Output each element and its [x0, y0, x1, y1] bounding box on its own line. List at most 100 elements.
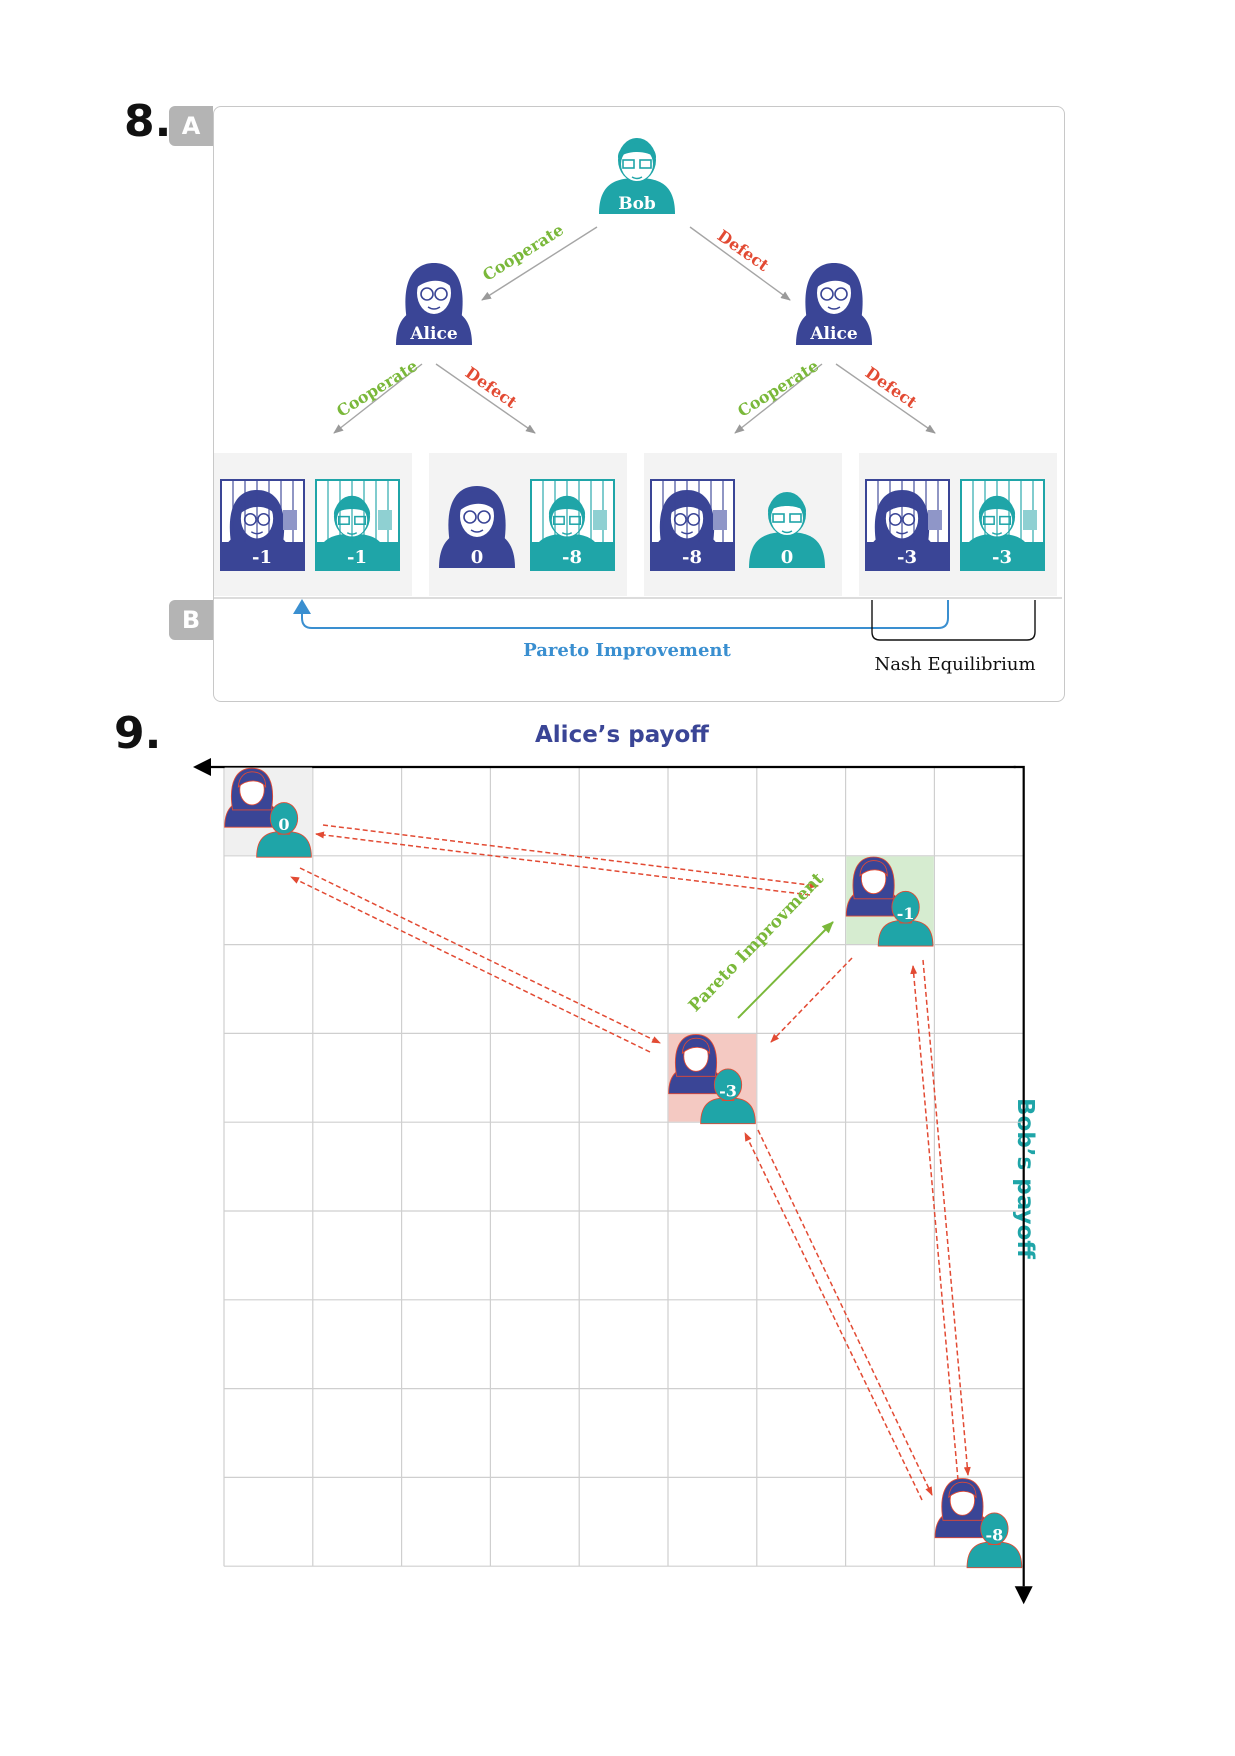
alice-payoff-band [651, 542, 734, 570]
scatter-point-alice [934, 1478, 991, 1539]
bob-body [877, 919, 934, 947]
alice-mouth [470, 529, 484, 533]
alice-payoff-value: -3 [897, 547, 917, 568]
glasses-icon [789, 513, 802, 523]
bob-head [269, 802, 299, 835]
bob-cooperate-label: Cooperate [479, 220, 567, 285]
bob-payoff-value: -3 [992, 547, 1012, 568]
bob-payoff-value: -3 [719, 1081, 737, 1100]
alice-body [845, 888, 902, 917]
alice-right-cooperate-arrow [734, 363, 823, 434]
glasses-icon [434, 287, 448, 301]
bob-face [771, 501, 803, 535]
pareto-improvement-arrow [301, 600, 949, 629]
alice-right-node: Alice [796, 263, 872, 345]
alice-payoff-value: -1 [252, 547, 272, 568]
bob-payoff-value: -1 [347, 547, 367, 568]
alice-face [683, 1040, 709, 1072]
alice-body [224, 799, 280, 828]
bob-body [256, 830, 312, 858]
alice-right-cooperate-label: Cooperate [734, 356, 822, 421]
glasses-icon [639, 159, 652, 169]
scatter-point-alice [845, 856, 902, 917]
bob-payoff-value: 0 [278, 815, 289, 834]
alice-hair [852, 856, 895, 900]
lock-icon [1023, 510, 1037, 530]
alice-payoff-band [866, 542, 949, 570]
glasses-icon [772, 513, 785, 523]
bob-face [621, 147, 653, 181]
deviation-arrow [744, 1132, 923, 1501]
alice-left-cooperate-label: Cooperate [333, 356, 421, 421]
bob-neck [899, 915, 912, 924]
bob-neck [721, 1092, 735, 1102]
scatter-point-bob [700, 1068, 756, 1125]
lock-icon [928, 510, 942, 530]
scatter-point-alice [224, 767, 280, 828]
bob-head [980, 1512, 1009, 1546]
figure-9-number: 9. [114, 708, 162, 759]
deviation-arrow [322, 824, 819, 889]
glasses-icon [834, 287, 848, 301]
outcome-cell-highlight [224, 767, 313, 856]
alice-face [860, 863, 887, 895]
bob-cooperate-arrow [481, 226, 598, 301]
glasses-icon [463, 510, 477, 524]
pareto-improvement-label: Pareto Improvment [685, 869, 828, 1016]
bob-mouth [631, 176, 643, 180]
alice-hair [675, 1034, 717, 1077]
alice-right-defect-arrow [835, 363, 936, 434]
alice-body [668, 1065, 724, 1095]
bob-neck [988, 1536, 1001, 1546]
alice-payoff-axis-title: Alice’s payoff [535, 722, 709, 748]
glasses-icon [354, 515, 367, 525]
bob-payoff-value: 0 [781, 547, 794, 568]
scatter-point-bob [877, 890, 934, 947]
pareto-improvement-arrow [737, 921, 834, 1019]
alice-face [949, 1484, 976, 1516]
alice-mouth [827, 306, 841, 310]
bob-body [749, 532, 825, 568]
section-b-tag: B [169, 600, 213, 640]
glasses-icon [337, 515, 350, 525]
alice-bangs [948, 1481, 977, 1499]
alice-right-node-label: Alice [809, 324, 857, 344]
alice-hair [231, 767, 273, 811]
alice-axis-arrowhead-icon [193, 758, 211, 776]
alice-bangs [237, 771, 267, 789]
alice-left-node-label: Alice [409, 324, 457, 344]
deviation-arrow [290, 876, 651, 1053]
alice-left-node: Alice [396, 263, 472, 345]
bob-free [749, 492, 825, 568]
section-a-tag: A [169, 106, 213, 146]
outcome-cell-highlight [668, 1034, 757, 1122]
lock-icon [713, 510, 727, 530]
glasses-icon [820, 287, 834, 301]
alice-mouth [427, 306, 441, 310]
bob-root-node: Bob [599, 138, 675, 214]
nash-equilibrium-label: Nash Equilibrium [874, 654, 1035, 675]
glasses-icon [569, 515, 582, 525]
deviation-arrow [757, 1129, 933, 1496]
bob-body [966, 1541, 1023, 1569]
alice-payoff-value: 0 [471, 547, 484, 568]
deviation-arrow [315, 831, 811, 896]
alice-payoff-band [221, 542, 304, 570]
bob-hair [617, 143, 657, 158]
bob-body [700, 1097, 756, 1125]
alice-hair [941, 1478, 984, 1521]
bob-mouth [781, 530, 793, 534]
bob-payoff-value: -8 [986, 1525, 1004, 1544]
glasses-icon [622, 159, 635, 169]
alice-bangs [681, 1037, 711, 1055]
pareto-arrowhead-icon [293, 599, 311, 614]
outcome-cell-highlight [846, 856, 934, 944]
bob-root-node-label: Bob [618, 194, 656, 214]
alice-payoff-value: -1 [865, 875, 883, 894]
lock-icon [283, 510, 297, 530]
bob-payoff-value: -8 [562, 547, 582, 568]
alice-body [934, 1509, 991, 1539]
glasses-icon [982, 515, 995, 525]
bob-neck [277, 826, 291, 835]
